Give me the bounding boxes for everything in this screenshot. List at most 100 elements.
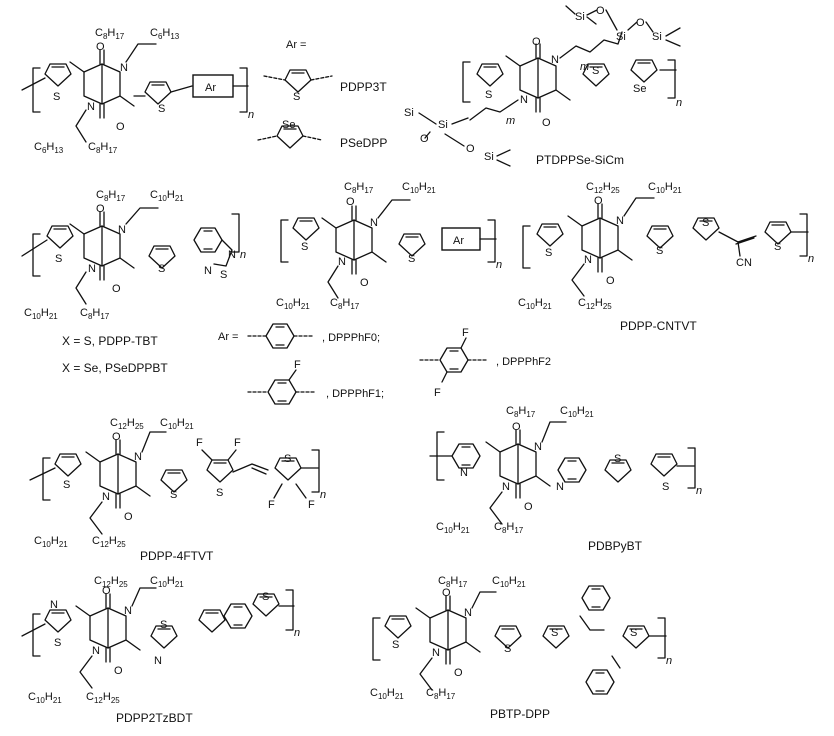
sulfur-label: S xyxy=(301,241,308,253)
chain-label: C10H21 xyxy=(560,405,594,419)
sulfur-label: S xyxy=(504,643,511,655)
repeat-n: n xyxy=(696,485,702,497)
chain-label: C8H17 xyxy=(96,189,126,203)
chain-label: C10H21 xyxy=(492,575,526,589)
sulfur-label: S xyxy=(220,269,227,281)
oxygen-label: O xyxy=(466,143,475,155)
pdbpybt-structure: N N N O O C8H17 C10H21 C10H21 C8H17 N S … xyxy=(429,405,702,553)
sulfur-label: S xyxy=(662,481,669,493)
repeat-n: n xyxy=(294,627,300,639)
pdpp-cntvt-label: PDPP-CNTVT xyxy=(620,319,697,333)
ar-label: Ar xyxy=(205,82,216,94)
oxygen-label: O xyxy=(96,203,105,215)
pdpp-tbt-structure: S N N O O C8H17 C10H21 C10H21 C8H17 S N … xyxy=(21,189,246,375)
chain-label: C10H21 xyxy=(150,189,184,203)
selenium-label: Se xyxy=(282,119,295,131)
nitrogen-label: N xyxy=(370,217,378,229)
chain-label: C10H21 xyxy=(276,297,310,311)
oxygen-label: O xyxy=(360,277,369,289)
chain-label: C10H21 xyxy=(28,691,62,705)
oxygen-label: O xyxy=(442,587,451,599)
chain-label: C10H21 xyxy=(436,521,470,535)
chain-label: C6H13 xyxy=(150,27,180,41)
repeat-n: n xyxy=(496,259,502,271)
nitrogen-label: N xyxy=(124,605,132,617)
fluorine-label: F xyxy=(196,437,203,449)
oxygen-label: O xyxy=(112,431,121,443)
nitrogen-label: N xyxy=(102,491,110,503)
nitrogen-label: N xyxy=(118,224,126,236)
nitrogen-label: N xyxy=(50,599,58,611)
sulfur-label: S xyxy=(158,263,165,275)
fluorine-label: F xyxy=(268,499,275,511)
oxygen-label: O xyxy=(346,196,355,208)
sulfur-label: S xyxy=(158,103,165,115)
pdpp-4ftvt-label: PDPP-4FTVT xyxy=(140,549,214,563)
repeat-n: n xyxy=(248,109,254,121)
oxygen-label: O xyxy=(542,117,551,129)
sulfur-label: S xyxy=(702,217,709,229)
chain-label: C6H13 xyxy=(34,141,64,155)
pdpp2tzbdt-label: PDPP2TzBDT xyxy=(116,711,193,725)
silicon-label: Si xyxy=(404,107,414,119)
nitrogen-label: N xyxy=(616,215,624,227)
repeat-n: n xyxy=(808,253,814,265)
chain-label: C10H21 xyxy=(648,181,682,195)
chain-label: C8H17 xyxy=(80,307,110,321)
sulfur-label: S xyxy=(408,253,415,265)
chain-label: C8H17 xyxy=(330,297,360,311)
sulfur-label: S xyxy=(54,637,61,649)
silicon-label: Si xyxy=(575,11,585,23)
silicon-label: Si xyxy=(616,31,626,43)
nitrogen-label: N xyxy=(134,451,142,463)
nitrogen-label: N xyxy=(154,655,162,667)
sulfur-label: S xyxy=(551,627,558,639)
nitrogen-label: N xyxy=(534,441,542,453)
oxygen-label: O xyxy=(532,36,541,48)
chain-label: C12H25 xyxy=(92,535,126,549)
chain-label: C8H17 xyxy=(95,27,125,41)
psedpp-label: PSeDPP xyxy=(340,136,387,150)
chain-label: C12H25 xyxy=(586,181,620,195)
ptdppse-sicm-structure: S N N O O S Se n m Si O Si O Si m Si O O… xyxy=(404,5,682,167)
chain-label: C12H25 xyxy=(86,691,120,705)
fluorine-label: F xyxy=(434,387,441,399)
sulfur-label: S xyxy=(656,245,663,257)
oxygen-label: O xyxy=(596,5,605,17)
chain-label: C8H17 xyxy=(88,141,118,155)
pdpp3t-structure: S N N O O C8H17 C6H13 C6H13 C8H17 S Ar n xyxy=(21,27,254,155)
oxygen-label: O xyxy=(112,283,121,295)
chain-label: C8H17 xyxy=(506,405,536,419)
oxygen-label: O xyxy=(512,421,521,433)
oxygen-label: O xyxy=(636,17,645,29)
cyano-label: CN xyxy=(736,257,752,269)
psedppbt-label: X = Se, PSeDPPBT xyxy=(62,361,168,375)
chain-label: C8H17 xyxy=(494,521,524,535)
nitrogen-label: N xyxy=(551,54,559,66)
sulfur-label: S xyxy=(592,65,599,77)
sulfur-label: S xyxy=(170,489,177,501)
nitrogen-label: N xyxy=(502,481,510,493)
pdpp2tzbdt-structure: N S N N O O C12H25 C10H21 C10H21 C12H25 … xyxy=(21,575,300,725)
repeat-m: m xyxy=(506,115,515,127)
chain-label: C10H21 xyxy=(34,535,68,549)
sulfur-label: S xyxy=(63,479,70,491)
chain-label: C10H21 xyxy=(160,417,194,431)
nitrogen-label: N xyxy=(87,101,95,113)
nitrogen-label: N xyxy=(556,481,564,493)
chain-label: C10H21 xyxy=(150,575,184,589)
pdpp-4ftvt-structure: S N N O O C12H25 C10H21 C10H21 C12H25 S … xyxy=(29,417,326,563)
sulfur-label: S xyxy=(774,241,781,253)
chain-label: C10H21 xyxy=(518,297,552,311)
chain-label: C8H17 xyxy=(344,181,374,195)
nitrogen-label: N xyxy=(460,467,468,479)
sulfur-label: S xyxy=(160,619,167,631)
chain-label: C10H21 xyxy=(402,181,436,195)
chain-label: C12H25 xyxy=(110,417,144,431)
sulfur-label: S xyxy=(284,453,291,465)
fluorine-label: F xyxy=(234,437,241,449)
nitrogen-label: N xyxy=(204,265,212,277)
repeat-n: n xyxy=(676,97,682,109)
pdpp-cntvt-structure: S N N O O C12H25 C10H21 C10H21 C12H25 S … xyxy=(518,181,814,333)
oxygen-label: O xyxy=(96,41,105,53)
